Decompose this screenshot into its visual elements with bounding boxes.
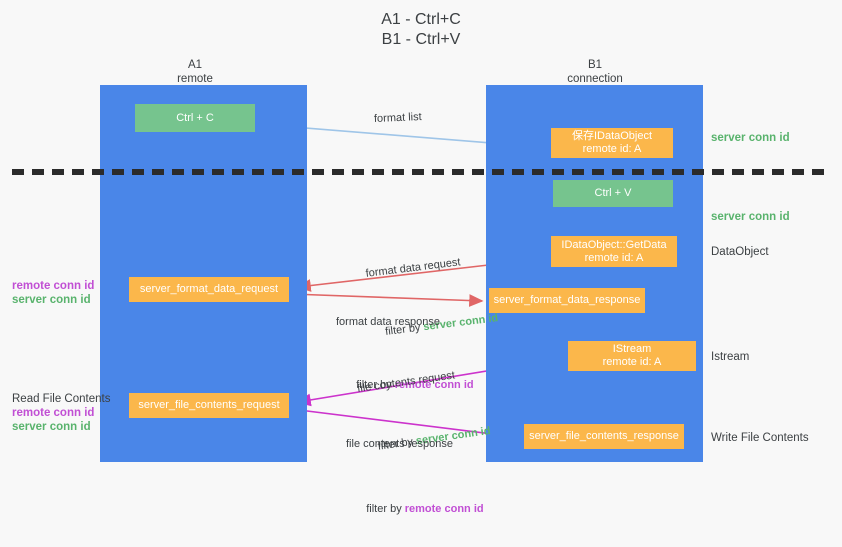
label-group-read-file-contents: Read File Contents remote conn id server… (12, 392, 110, 434)
edge-label-format-list: format list (373, 110, 422, 126)
node-ctrl-v[interactable]: Ctrl + V (553, 180, 673, 207)
filter-by-prefix-4: filter by (366, 503, 405, 515)
filter-by-prefix-2: filter by (356, 379, 395, 391)
page-title-line1: A1 - Ctrl+C (381, 11, 461, 28)
label-remote-conn-id-1: remote conn id (12, 280, 95, 292)
node-server-file-contents-request[interactable]: server_file_contents_request (129, 393, 289, 418)
node-istream[interactable]: IStream remote id: A (568, 341, 696, 371)
dashed-divider (12, 169, 830, 175)
label-write-file-contents: Write File Contents (711, 432, 809, 444)
node-server-file-contents-request-label: server_file_contents_request (138, 399, 280, 411)
filter-value-remote-conn-id-1: remote conn id (394, 379, 474, 391)
node-server-format-data-response-label: server_format_data_response (493, 294, 641, 306)
edge-label-format-data-response-line1: format data response (336, 316, 440, 328)
column-b1-title: B1 (587, 59, 603, 71)
edge-label-format-data-request-line1: format data request (365, 256, 462, 280)
node-ctrl-v-label: Ctrl + V (594, 187, 632, 199)
node-ctrl-c[interactable]: Ctrl + C (135, 104, 255, 132)
label-server-conn-id-top: server conn id (711, 132, 790, 144)
edge-label-format-data-response-line2: filter by remote conn id (344, 363, 474, 408)
node-ctrl-c-label: Ctrl + C (176, 111, 214, 124)
label-group-format-conn-ids: remote conn id server conn id (12, 279, 94, 307)
label-istream: Istream (711, 351, 750, 363)
column-a1-title: A1 (187, 59, 203, 71)
node-save-idataobject-label: 保存IDataObject (571, 130, 653, 142)
edge-label-file-contents-response: file contents response filter by remote … (346, 407, 484, 547)
label-server-conn-id-1: server conn id (12, 294, 91, 306)
filter-value-remote-conn-id-2: remote conn id (404, 503, 484, 515)
column-header-a1: A1 remote (130, 58, 260, 86)
edge-label-file-contents-response-line1: file contents response (346, 438, 454, 450)
node-server-file-contents-response-label: server_file_contents_response (529, 430, 679, 442)
label-dataobject: DataObject (711, 246, 769, 258)
node-idataobject-getdata-sublabel: remote id: A (584, 251, 644, 264)
label-server-conn-id-mid: server conn id (711, 211, 790, 223)
label-remote-conn-id-2: remote conn id (12, 407, 95, 419)
column-b1-subtitle: connection (567, 73, 623, 85)
label-read-file-contents: Read File Contents (12, 393, 111, 405)
column-header-b1: B1 connection (530, 58, 660, 86)
edge-file-contents-response (290, 408, 519, 442)
node-server-file-contents-response[interactable]: server_file_contents_response (524, 424, 684, 449)
node-istream-label: IStream (612, 343, 652, 355)
node-idataobject-getdata-label: IDataObject::GetData (561, 238, 667, 251)
column-a1-subtitle: remote (177, 73, 213, 85)
label-server-conn-id-2: server conn id (12, 421, 91, 433)
node-server-format-data-request[interactable]: server_format_data_request (129, 277, 289, 302)
edge-label-format-data-response: format data response filter by remote co… (336, 285, 474, 423)
node-server-format-data-response[interactable]: server_format_data_response (489, 288, 645, 313)
edge-label-file-contents-response-line2: filter by remote conn id (354, 487, 484, 532)
node-server-format-data-request-label: server_format_data_request (139, 283, 279, 295)
node-idataobject-getdata[interactable]: IDataObject::GetData remote id: A (551, 236, 677, 267)
page-title: A1 - Ctrl+C B1 - Ctrl+V (0, 10, 842, 50)
edge-format-data-response (290, 293, 484, 307)
edge-label-file-contents-request-line1: file contents request (356, 369, 456, 396)
node-save-idataobject[interactable]: 保存IDataObject remote id: A (551, 128, 673, 158)
page-title-line2: B1 - Ctrl+V (381, 31, 461, 48)
node-istream-sublabel: remote id: A (602, 356, 662, 368)
node-save-idataobject-sublabel: remote id: A (582, 143, 642, 155)
